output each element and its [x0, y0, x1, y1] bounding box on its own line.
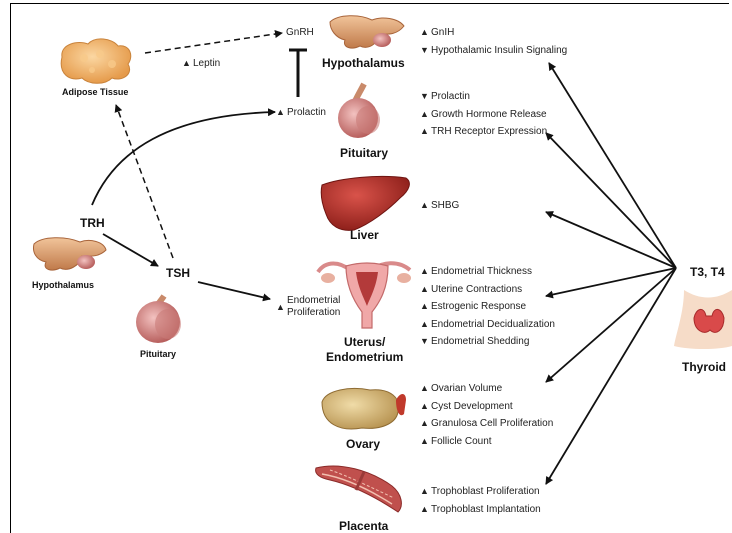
- leptin-dashed-arrow: [145, 33, 282, 53]
- up-arrow-icon: ▲: [420, 503, 429, 515]
- pituitary-top-title: Pituitary: [340, 146, 388, 160]
- trh-prolactin-arrow: [92, 112, 275, 205]
- liver-image: [321, 176, 409, 230]
- hypothalamus-top-image: [330, 16, 404, 48]
- endometrial-proliferation-label: ▲ Endometrial Proliferation: [276, 295, 340, 319]
- effect-text: Endometrial Thickness: [431, 266, 532, 277]
- effect-text: Trophoblast Proliferation: [431, 486, 540, 497]
- tsh-adipose-dashed-arrow: [116, 105, 173, 258]
- effect-text: Endometrial Shedding: [431, 336, 529, 347]
- effect-item: ▲Endometrial Decidualization: [420, 318, 555, 331]
- effect-item: ▲Estrogenic Response: [420, 300, 526, 313]
- hypothalamus-left-title: Hypothalamus: [32, 280, 94, 290]
- adipose-tissue-title: Adipose Tissue: [62, 87, 128, 97]
- effect-item: ▼Hypothalamic Insulin Signaling: [420, 44, 567, 57]
- tsh-label: TSH: [166, 266, 190, 280]
- thyroid-title: Thyroid: [682, 360, 726, 374]
- up-arrow-icon: ▲: [420, 125, 429, 137]
- effect-text: Uterine Contractions: [431, 284, 522, 295]
- gnrh-label: GnRH: [286, 27, 314, 39]
- effect-item: ▲Growth Hormone Release: [420, 108, 547, 121]
- effect-text: Hypothalamic Insulin Signaling: [431, 45, 567, 56]
- adipose-tissue-image: [61, 39, 131, 83]
- pituitary-left-title: Pituitary: [140, 349, 176, 359]
- effect-item: ▲Trophoblast Implantation: [420, 503, 541, 516]
- effect-item: ▲Follicle Count: [420, 435, 492, 448]
- effect-item: ▲TRH Receptor Expression: [420, 125, 547, 138]
- trh-tsh-arrow: [103, 234, 158, 266]
- effect-item: ▲SHBG: [420, 199, 459, 212]
- effect-item: ▲Uterine Contractions: [420, 283, 522, 296]
- effect-text: GnIH: [431, 27, 454, 38]
- pituitary-top-image: [338, 84, 380, 138]
- effect-text: Estrogenic Response: [431, 301, 526, 312]
- effect-text: Endometrial Decidualization: [431, 319, 555, 330]
- t3-t4-label: T3, T4: [690, 265, 725, 279]
- down-arrow-icon: ▼: [420, 335, 429, 347]
- up-arrow-icon: ▲: [420, 283, 429, 295]
- effect-item: ▲Ovarian Volume: [420, 382, 502, 395]
- effect-item: ▲Granulosa Cell Proliferation: [420, 417, 553, 430]
- effect-item: ▼Prolactin: [420, 90, 470, 103]
- up-arrow-icon: ▲: [420, 26, 429, 38]
- hypothalamus-top-title: Hypothalamus: [322, 56, 405, 70]
- up-arrow-icon: ▲: [420, 300, 429, 312]
- liver-title: Liver: [350, 228, 379, 242]
- thyroid-arrows: [546, 63, 676, 484]
- up-arrow-icon: ▲: [182, 57, 191, 69]
- placenta-title: Placenta: [339, 519, 388, 533]
- up-arrow-icon: ▲: [276, 301, 285, 313]
- up-arrow-icon: ▲: [420, 265, 429, 277]
- hypothalamus-left-image: [34, 238, 107, 270]
- up-arrow-icon: ▲: [420, 108, 429, 120]
- ovary-title: Ovary: [346, 437, 380, 451]
- effect-item: ▲Trophoblast Proliferation: [420, 485, 540, 498]
- up-arrow-icon: ▲: [420, 400, 429, 412]
- down-arrow-icon: ▼: [420, 90, 429, 102]
- up-arrow-icon: ▲: [420, 485, 429, 497]
- up-arrow-icon: ▲: [420, 382, 429, 394]
- pituitary-left-image: [136, 296, 181, 343]
- prolactin-label: ▲Prolactin: [276, 106, 326, 119]
- up-arrow-icon: ▲: [420, 318, 429, 330]
- up-arrow-icon: ▲: [276, 106, 285, 118]
- up-arrow-icon: ▲: [420, 417, 429, 429]
- effect-text: TRH Receptor Expression: [431, 126, 547, 137]
- effect-text: Cyst Development: [431, 401, 513, 412]
- effect-text: Follicle Count: [431, 436, 492, 447]
- effect-text: Ovarian Volume: [431, 383, 502, 394]
- uterus-title: Uterus/ Endometrium: [326, 335, 403, 365]
- effect-item: ▲Endometrial Thickness: [420, 265, 532, 278]
- down-arrow-icon: ▼: [420, 44, 429, 56]
- placenta-image: [316, 466, 402, 512]
- effect-text: Prolactin: [431, 91, 470, 102]
- trh-label: TRH: [80, 216, 105, 230]
- effect-item: ▼Endometrial Shedding: [420, 335, 529, 348]
- ovary-image: [322, 389, 406, 429]
- effect-text: Granulosa Cell Proliferation: [431, 418, 553, 429]
- effect-text: Growth Hormone Release: [431, 109, 547, 120]
- up-arrow-icon: ▲: [420, 199, 429, 211]
- thyroid-image: [674, 290, 732, 349]
- effect-text: Trophoblast Implantation: [431, 504, 541, 515]
- effect-item: ▲Cyst Development: [420, 400, 513, 413]
- leptin-label: ▲Leptin: [182, 57, 220, 70]
- effect-item: ▲GnIH: [420, 26, 454, 39]
- tsh-endometrium-arrow: [198, 282, 270, 299]
- effect-text: SHBG: [431, 200, 459, 211]
- up-arrow-icon: ▲: [420, 435, 429, 447]
